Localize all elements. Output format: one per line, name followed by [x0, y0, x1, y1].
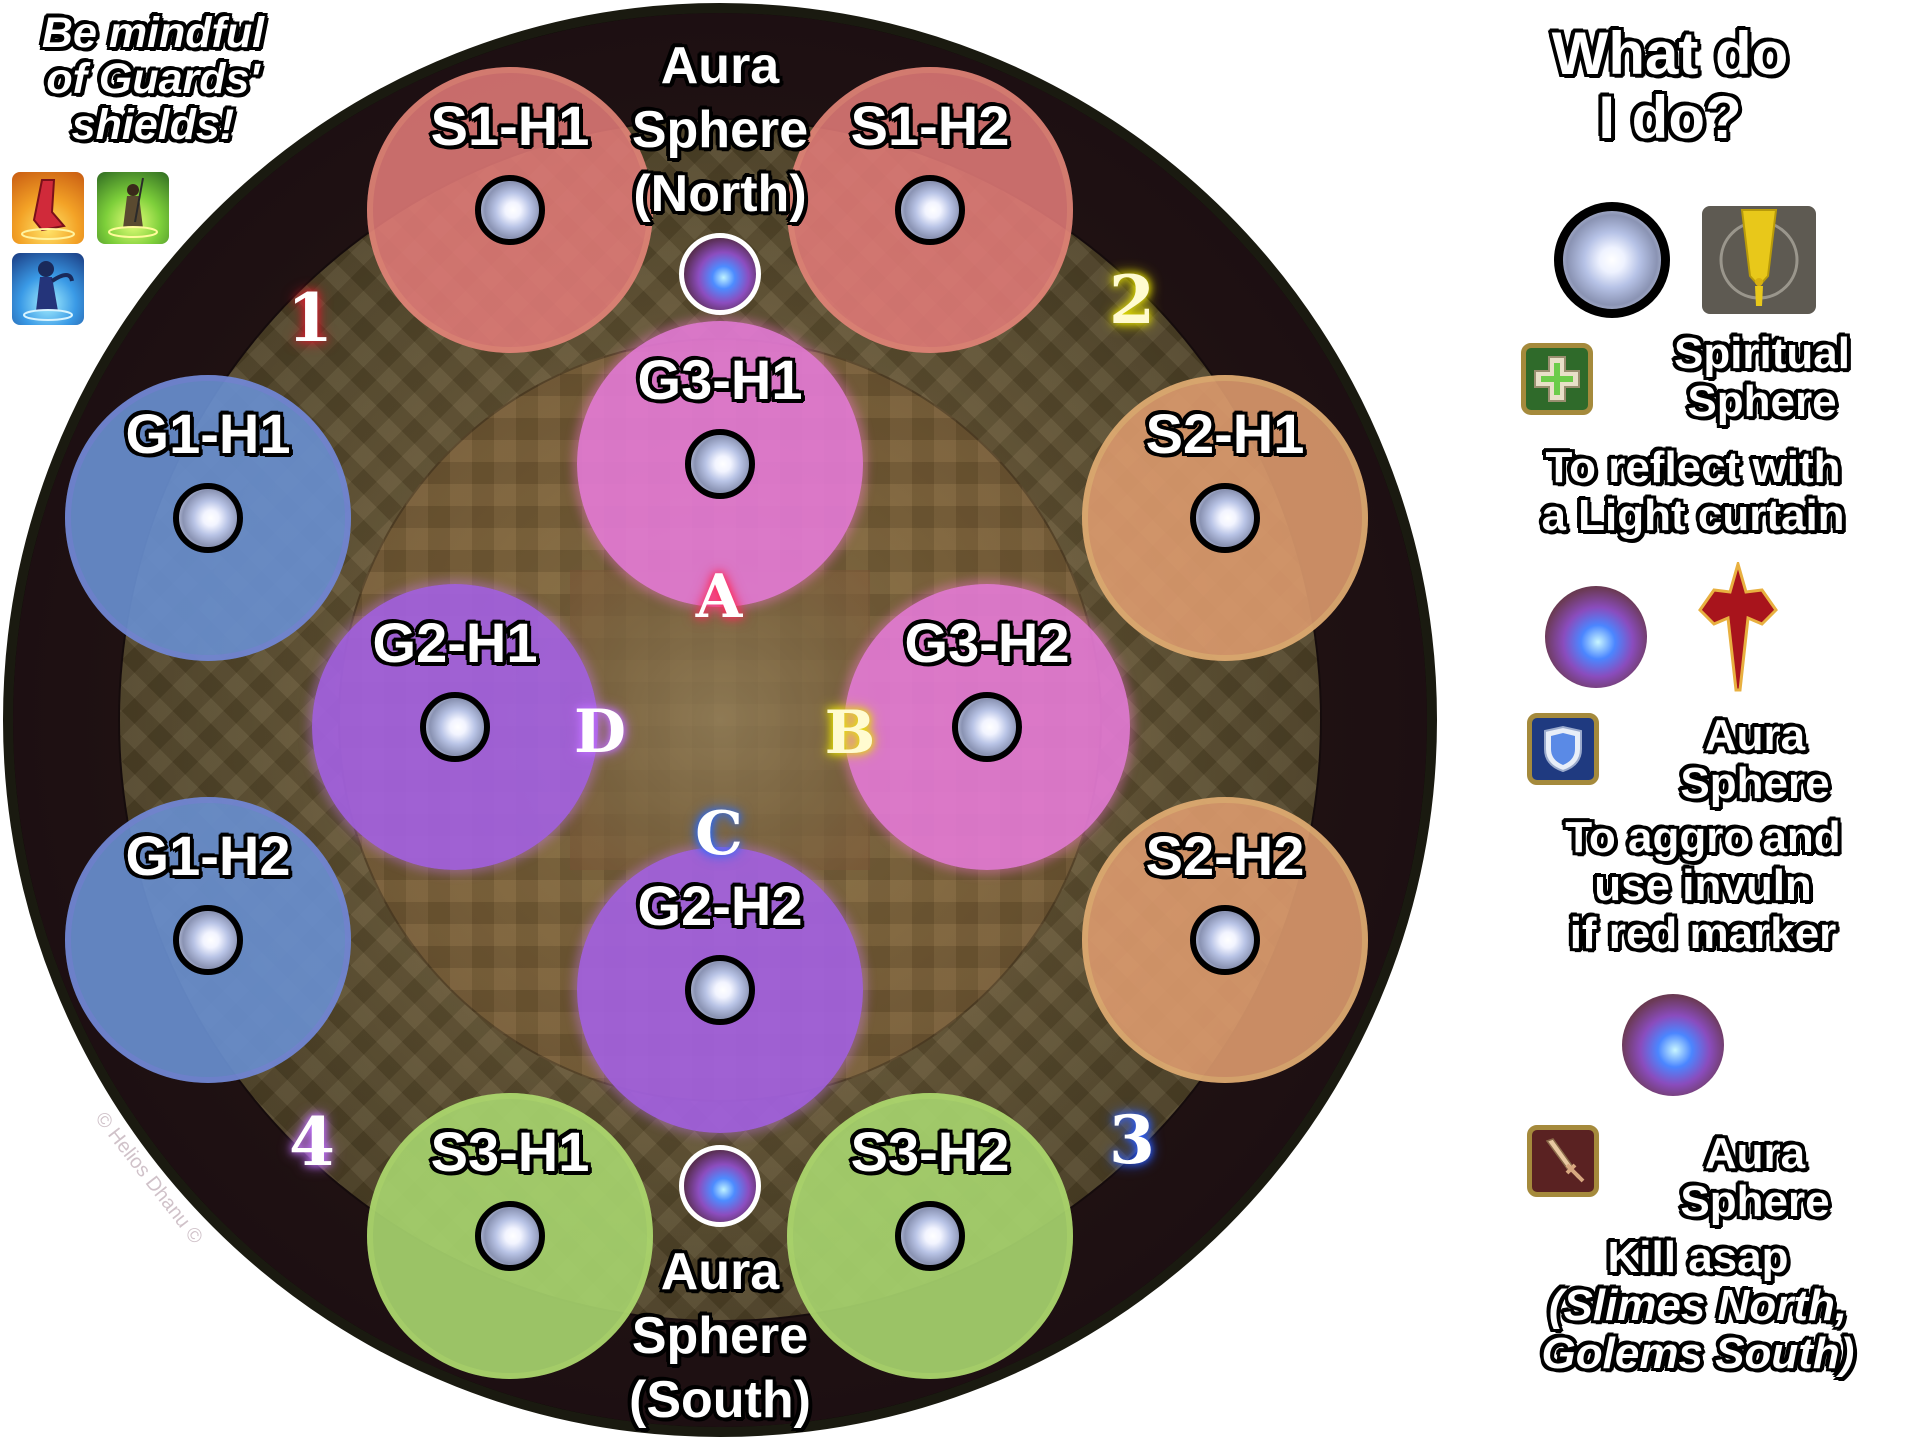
light-curtain-icon	[1702, 206, 1816, 314]
note-line: of Guards'	[46, 55, 260, 103]
zone-s2-h1: S2-H1	[1082, 375, 1368, 661]
dps-instruction: Kill asap (Slimes North, Golems South)	[1541, 1233, 1855, 1378]
zone-g3-h1: G3-H1	[577, 321, 863, 607]
spiritual-sphere-icon	[475, 1201, 545, 1271]
zone-s3-h2: S3-H2	[787, 1093, 1073, 1379]
waymark-4: 4	[289, 1103, 335, 1181]
waymark-c: C	[695, 799, 743, 869]
aura-sphere-south-icon	[679, 1145, 761, 1227]
zone-label: S1-H2	[850, 94, 1010, 157]
zone-label: G2-H1	[372, 611, 538, 674]
spiritual-sphere-name: Spiritual Sphere	[1673, 329, 1851, 426]
dps-role-icon	[1527, 1125, 1599, 1197]
dancer-shield-icon	[12, 172, 84, 244]
zone-g1-h2: G1-H2	[65, 797, 351, 1083]
spiritual-sphere-icon	[952, 692, 1022, 762]
zone-s1-h2: S1-H2	[787, 67, 1073, 353]
spiritual-sphere-icon	[895, 175, 965, 245]
aura-sphere-dps-name: Aura Sphere	[1680, 1129, 1830, 1226]
waymark-2: 2	[1109, 261, 1155, 339]
spiritual-sphere-icon	[685, 955, 755, 1025]
zone-label: G1-H2	[125, 824, 291, 887]
zone-label: G3-H1	[637, 348, 803, 411]
zone-label: S1-H1	[430, 94, 590, 157]
zone-g1-h1: G1-H1	[65, 375, 351, 661]
zone-label: S3-H2	[850, 1120, 1010, 1183]
waymark-3: 3	[1109, 1101, 1155, 1179]
healer-instruction: To reflect with a Light curtain	[1541, 443, 1845, 540]
spiritual-sphere-icon	[895, 1201, 965, 1271]
red-marker-icon	[1696, 558, 1780, 692]
spiritual-sphere-icon	[475, 175, 545, 245]
zone-label: S2-H2	[1145, 824, 1305, 887]
zone-label: G2-H2	[637, 874, 803, 937]
what-do-i-do-title: What do I do?	[1551, 20, 1789, 151]
zone-label: G3-H2	[904, 611, 1070, 674]
waymark-d: D	[573, 697, 627, 767]
spiritual-sphere-icon	[173, 905, 243, 975]
arena-center	[570, 570, 870, 870]
spiritual-sphere-icon	[420, 692, 490, 762]
spiritual-sphere-icon	[685, 429, 755, 499]
aura-north-label: Aura Sphere (North)	[631, 37, 809, 223]
note-line: Be mindful	[41, 9, 265, 57]
zone-g3-h2: G3-H2	[844, 584, 1130, 870]
zone-g2-h1: G2-H1	[312, 584, 598, 870]
zone-s1-h1: S1-H1	[367, 67, 653, 353]
aura-south-label: Aura Sphere (South)	[629, 1243, 811, 1429]
zone-label: S2-H1	[1145, 402, 1305, 465]
spiritual-sphere-icon	[1554, 202, 1670, 318]
aura-sphere-tank-name: Aura Sphere	[1680, 711, 1830, 808]
spiritual-sphere-icon	[1190, 905, 1260, 975]
zone-g2-h2: G2-H2	[577, 847, 863, 1133]
tank-instruction: To aggro and use invuln if red marker	[1565, 813, 1841, 958]
green-mage-shield-icon	[97, 172, 169, 244]
zone-label: S3-H1	[430, 1120, 590, 1183]
spiritual-sphere-icon	[1190, 483, 1260, 553]
healer-role-icon	[1521, 343, 1593, 415]
waymark-b: B	[824, 698, 876, 768]
aura-sphere-north-icon	[679, 233, 761, 315]
note-line: shields!	[71, 101, 235, 149]
zone-label: G1-H1	[125, 402, 291, 465]
guards-shields-note: Be mindful of Guards' shields!	[18, 10, 288, 148]
blue-dancer-shield-icon	[12, 253, 84, 325]
aura-sphere-icon	[1545, 586, 1647, 688]
spiritual-sphere-icon	[173, 483, 243, 553]
zone-s3-h1: S3-H1	[367, 1093, 653, 1379]
waymark-1: 1	[287, 279, 333, 357]
waymark-a: A	[695, 562, 743, 632]
zone-s2-h2: S2-H2	[1082, 797, 1368, 1083]
tank-role-icon	[1527, 713, 1599, 785]
aura-sphere-icon	[1622, 994, 1724, 1096]
